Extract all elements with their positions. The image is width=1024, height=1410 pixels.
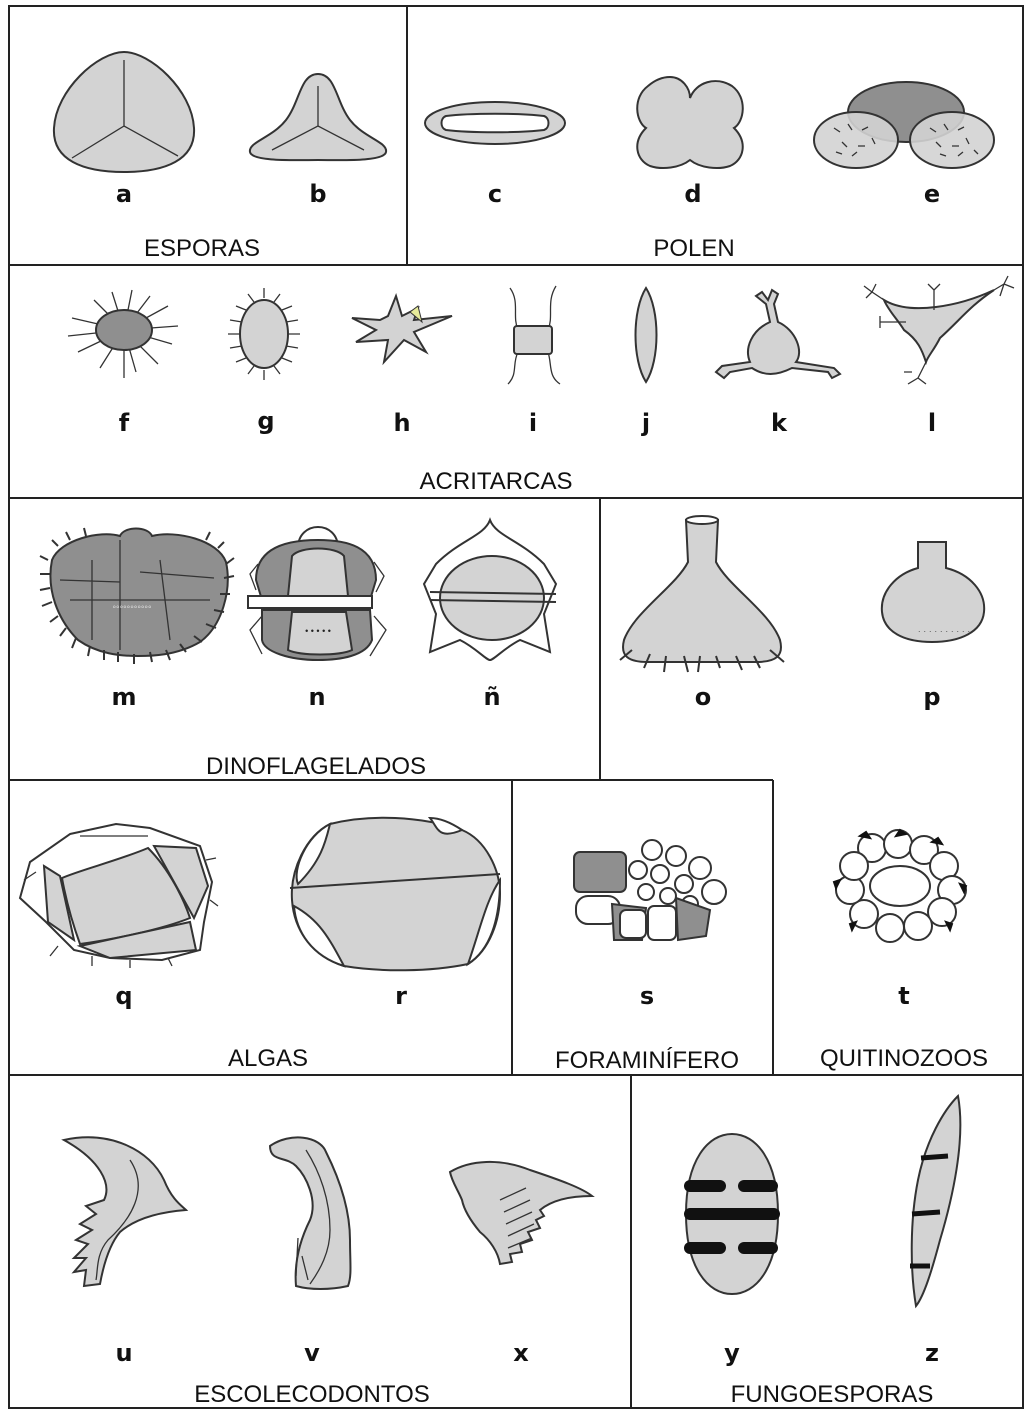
- letter-q: q: [115, 982, 132, 1010]
- spore-b: [250, 74, 386, 160]
- dinoflagellate-n-tilde: [424, 520, 556, 660]
- letter-c: c: [488, 180, 502, 208]
- letter-b: b: [309, 180, 326, 208]
- letter-s: s: [640, 982, 654, 1010]
- letter-g: g: [257, 407, 274, 435]
- chitinozoan-t: [834, 830, 966, 942]
- acritarch-j: [636, 288, 657, 382]
- group-label-esporas: ESPORAS: [144, 235, 260, 262]
- letter-r: r: [395, 982, 407, 1010]
- chitinozoan-o: [620, 516, 784, 672]
- letter-d: d: [684, 180, 701, 208]
- letter-k: k: [771, 409, 788, 437]
- letter-e: e: [924, 180, 940, 208]
- fungal-spore-z: [910, 1096, 960, 1306]
- dinoflagellate-n: • • • • •: [248, 527, 386, 660]
- letter-f: f: [119, 409, 130, 437]
- dinoflagellate-m: ◦◦◦◦◦◦◦◦◦◦◦: [40, 528, 234, 664]
- letter-u: u: [115, 1339, 132, 1367]
- letter-j: j: [641, 409, 650, 437]
- letter-x: x: [513, 1339, 529, 1367]
- letter-h: h: [393, 409, 410, 437]
- scolecodont-v: [270, 1137, 351, 1289]
- pollen-e: [814, 82, 994, 168]
- alga-q: [20, 824, 218, 968]
- acritarch-k: [716, 290, 840, 378]
- group-label-quitinozoos: QUITINOZOOS: [820, 1045, 988, 1072]
- acritarch-h: [352, 296, 452, 362]
- letter-a: a: [116, 180, 132, 208]
- group-label-algas: ALGAS: [228, 1045, 308, 1072]
- acritarch-i: [508, 286, 560, 384]
- letter-i: i: [529, 409, 537, 437]
- letter-m: m: [111, 683, 136, 711]
- acritarch-g: [228, 288, 300, 380]
- letter-y: y: [724, 1339, 740, 1367]
- letter-o: o: [695, 683, 712, 711]
- dino-m-pores: ◦◦◦◦◦◦◦◦◦◦◦: [113, 602, 152, 613]
- group-label-foraminifero: FORAMINÍFERO: [555, 1047, 739, 1074]
- dino-n-dots: • • • • •: [305, 626, 331, 636]
- letter-t: t: [898, 982, 909, 1010]
- chitino-p-dots: · · · · · · · · · ·: [918, 626, 970, 636]
- letter-n: n: [308, 683, 325, 711]
- acritarch-l: [864, 276, 1014, 384]
- letter-z: z: [925, 1339, 939, 1367]
- letter-n-tilde: ñ: [483, 683, 500, 711]
- pollen-c: [425, 102, 565, 144]
- spore-a: [54, 52, 194, 172]
- pollen-d: [637, 77, 743, 168]
- letter-l: l: [928, 409, 936, 437]
- foraminifer-s: [574, 840, 726, 940]
- scolecodont-u: [64, 1137, 186, 1286]
- letter-p: p: [923, 683, 940, 711]
- letter-v: v: [304, 1339, 320, 1367]
- fungal-spore-y: [684, 1134, 780, 1294]
- group-label-escolecodontos: ESCOLECODONTOS: [194, 1381, 430, 1408]
- group-label-polen: POLEN: [653, 235, 734, 262]
- group-label-fungoesporas: FUNGOESPORAS: [731, 1381, 934, 1408]
- scolecodont-x: [450, 1162, 592, 1264]
- group-label-dinoflagelados: DINOFLAGELADOS: [206, 753, 426, 780]
- acritarch-f: [68, 290, 178, 378]
- chitinozoan-p: · · · · · · · · · ·: [882, 542, 984, 642]
- group-label-acritarcas: ACRITARCAS: [420, 468, 573, 495]
- alga-r: [290, 818, 500, 971]
